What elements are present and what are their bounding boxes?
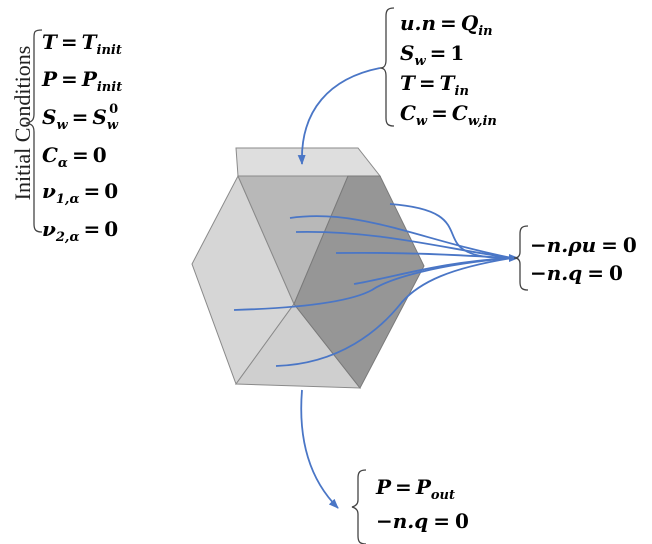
initial-conditions-group: Initial Conditions T=Tinit P=Pinit Sw=Sw…	[10, 29, 122, 245]
flow-line-4	[335, 251, 513, 259]
outlet-arrow	[300, 389, 339, 509]
outlet-eq-heat: −n.q=0	[376, 509, 469, 533]
flow-line-7	[353, 257, 513, 285]
flow-lines	[233, 67, 519, 509]
side-eq-mass: −n.ρu=0	[530, 233, 637, 257]
inlet-conditions-brace	[379, 7, 395, 127]
init-eq-concentration: Cα=0	[42, 143, 107, 171]
init-eq-saturation: Sw=Sw0	[42, 102, 119, 133]
inlet-conditions-group: u.n=Qin Sw=1 T=Tin Cw=Cw,in	[379, 7, 497, 129]
outlet-conditions-group: P=Pout −n.q=0	[351, 469, 469, 544]
side-conditions-brace	[513, 225, 529, 291]
inlet-eq-temperature: T=Tin	[400, 71, 469, 99]
inlet-eq-flux: u.n=Qin	[400, 11, 493, 39]
flow-line-2	[289, 215, 513, 259]
init-eq-temperature: T=Tinit	[42, 30, 122, 58]
flow-line-5	[233, 257, 513, 311]
hexagonal-block	[191, 147, 425, 389]
block-right-dark-face	[293, 175, 425, 389]
outlet-eq-pressure: P=Pout	[375, 475, 455, 503]
outlet-conditions-brace	[351, 469, 367, 544]
side-eq-heat: −n.q=0	[530, 261, 623, 285]
initial-conditions-equations: T=Tinit P=Pinit Sw=Sw0 Cα=0 ν1,α=0 ν2,α=…	[41, 30, 122, 245]
init-eq-nu1: ν1,α=0	[42, 179, 118, 207]
initial-conditions-brace	[25, 29, 43, 233]
inlet-eq-saturation: Sw=1	[400, 41, 464, 69]
init-eq-pressure: P=Pinit	[41, 67, 122, 95]
flow-line-3	[295, 230, 513, 259]
side-conditions-group: −n.ρu=0 −n.q=0	[513, 225, 637, 291]
inlet-eq-concentration: Cw=Cw,in	[400, 101, 497, 129]
init-eq-nu2: ν2,α=0	[42, 217, 118, 245]
block-top-face	[235, 147, 382, 177]
initial-conditions-title: Initial Conditions	[10, 46, 35, 201]
inlet-arrow	[297, 67, 381, 165]
flow-line-6	[275, 257, 513, 367]
